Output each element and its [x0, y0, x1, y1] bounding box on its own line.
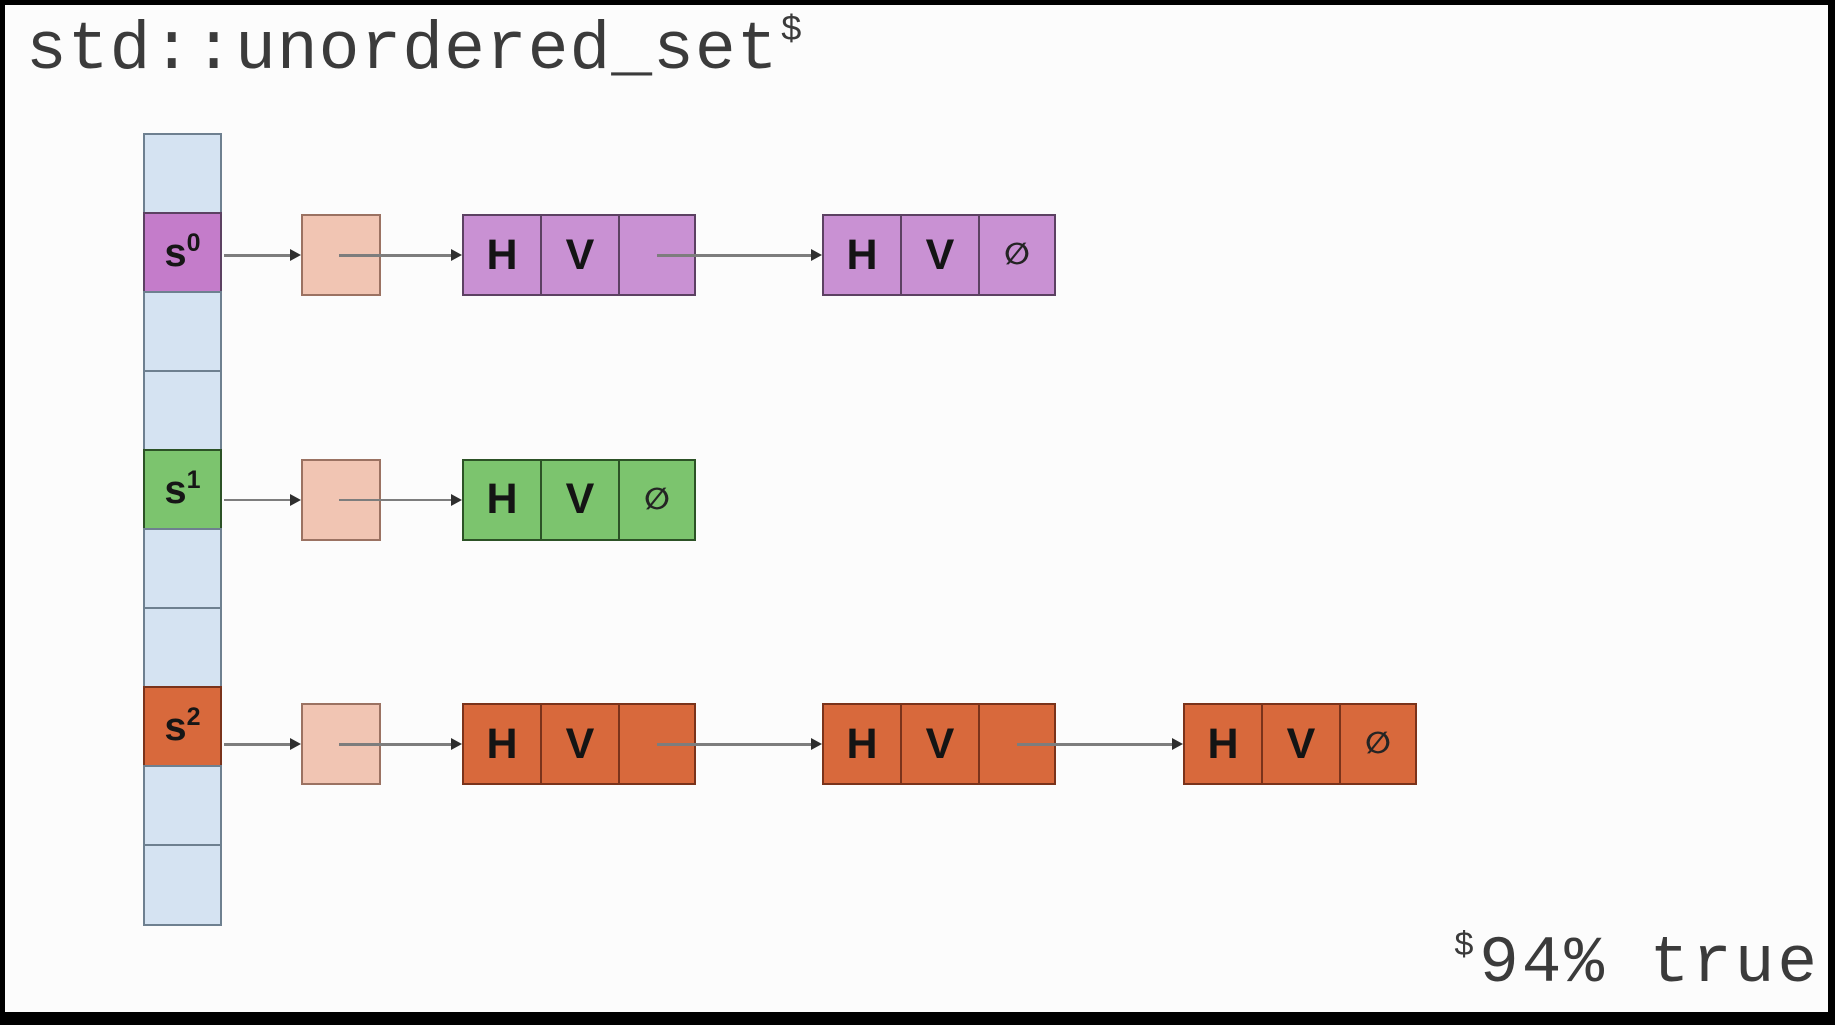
footnote-superscript: $	[1453, 928, 1478, 966]
node-value-label: V	[925, 230, 955, 279]
chain0-bucket-arrow-head	[290, 249, 301, 262]
node-next-cell: ∅	[1339, 703, 1417, 786]
chain1-pointerbox-arrow-line	[339, 498, 452, 501]
node-value-cell: V	[540, 703, 618, 786]
bucket-cell-empty	[143, 291, 222, 373]
node-value-label: V	[925, 719, 955, 768]
chain0-next-arrow0-line	[657, 254, 812, 257]
bucket-label-superscript: 0	[186, 228, 201, 257]
node-hash-label: H	[846, 719, 878, 768]
bucket-label: s2	[164, 704, 200, 749]
node-value-cell: V	[900, 214, 978, 297]
node-hash-label: H	[1207, 719, 1239, 768]
node-hash-label: H	[486, 719, 518, 768]
bucket-cell-s0: s0	[143, 212, 222, 294]
node-hash-label: H	[486, 475, 518, 524]
chain2-next-arrow1-line	[1017, 743, 1173, 746]
node-hash-cell: H	[822, 214, 900, 297]
node-hash-cell: H	[462, 458, 540, 541]
bucket-cell-empty	[143, 370, 222, 452]
node-value-label: V	[565, 475, 595, 524]
page-title: std::unordered_set$	[26, 10, 804, 89]
bucket-label-superscript: 2	[186, 702, 201, 731]
title-text: std::unordered_set	[26, 12, 779, 89]
node-next-cell: ∅	[618, 458, 696, 541]
bucket-label: s1	[164, 467, 200, 512]
null-pointer-icon: ∅	[1365, 726, 1391, 762]
chain2-next-arrow0-head	[811, 738, 822, 751]
bucket-cell-s2: s2	[143, 686, 222, 768]
bucket-cell-s1: s1	[143, 449, 222, 531]
footnote-text: 94% true	[1479, 926, 1820, 1001]
node-hash-label: H	[486, 230, 518, 279]
chain1-bucket-arrow-line	[224, 498, 291, 501]
chain2-next-arrow0-line	[657, 743, 812, 746]
node-value-cell: V	[900, 703, 978, 786]
chain2-pointerbox-arrow-line	[339, 743, 452, 746]
node-value-cell: V	[540, 458, 618, 541]
chain0-next-arrow0-head	[811, 249, 822, 262]
bucket-label-superscript: 1	[186, 465, 201, 494]
chain0-pointerbox-arrow-head	[451, 249, 462, 262]
node-hash-label: H	[846, 230, 878, 279]
chain2-next-arrow1-head	[1172, 738, 1183, 751]
bucket-label-base: s	[164, 467, 187, 512]
chain1-pointerbox-arrow-head	[451, 493, 462, 506]
bucket-cell-empty	[143, 528, 222, 610]
bucket-cell-empty	[143, 133, 222, 215]
footnote: $94% true	[1454, 926, 1820, 1001]
bucket-label-base: s	[164, 704, 187, 749]
node-hash-cell: H	[1183, 703, 1261, 786]
bucket-cell-empty	[143, 844, 222, 926]
node-value-cell: V	[540, 214, 618, 297]
node-value-label: V	[1286, 719, 1316, 768]
node-hash-cell: H	[462, 214, 540, 297]
chain1-bucket-arrow-head	[290, 493, 301, 506]
chain2-bucket-arrow-head	[290, 738, 301, 751]
node-value-label: V	[565, 230, 595, 279]
node-value-cell: V	[1261, 703, 1339, 786]
node-hash-cell: H	[462, 703, 540, 786]
title-superscript: $	[780, 10, 804, 51]
bucket-cell-empty	[143, 607, 222, 689]
chain0-pointerbox-arrow-line	[339, 254, 452, 257]
node-hash-cell: H	[822, 703, 900, 786]
bucket-label-base: s	[164, 230, 187, 275]
chain2-pointerbox-arrow-head	[451, 738, 462, 751]
null-pointer-icon: ∅	[1004, 237, 1030, 273]
node-next-cell: ∅	[978, 214, 1056, 297]
bucket-label: s0	[164, 230, 200, 275]
bucket-cell-empty	[143, 765, 222, 847]
node-value-label: V	[565, 719, 595, 768]
null-pointer-icon: ∅	[644, 481, 670, 517]
chain2-bucket-arrow-line	[224, 743, 291, 746]
chain0-bucket-arrow-line	[224, 254, 291, 257]
